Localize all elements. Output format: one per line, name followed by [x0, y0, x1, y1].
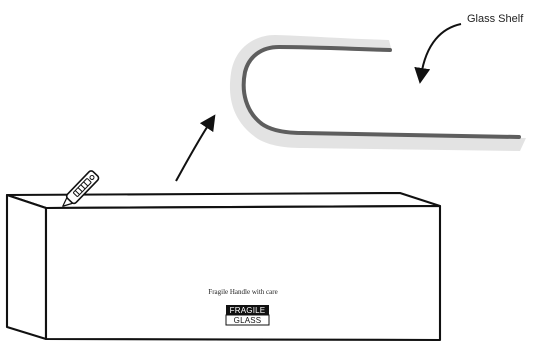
- curved-arrow-icon: [175, 114, 216, 182]
- glass-shelf-edge: [241, 45, 521, 139]
- box-cutter-icon: [62, 170, 100, 207]
- glass-shelf: [229, 35, 527, 151]
- fragile-label-top: FRAGILE: [230, 306, 266, 315]
- box-print-text: Fragile Handle with care: [208, 288, 277, 296]
- glass-shelf-panel: [229, 35, 527, 151]
- box-left-face: [5, 193, 48, 341]
- cardboard-box: Fragile Handle with care FRAGILE GLASS: [5, 191, 442, 342]
- glass-shelf-callout-label: Glass Shelf: [467, 13, 524, 25]
- fragile-label-bottom: GLASS: [234, 316, 262, 325]
- box-front-face: [44, 204, 442, 342]
- curved-arrow-icon: [414, 23, 462, 84]
- fragile-label: FRAGILE GLASS: [225, 305, 270, 326]
